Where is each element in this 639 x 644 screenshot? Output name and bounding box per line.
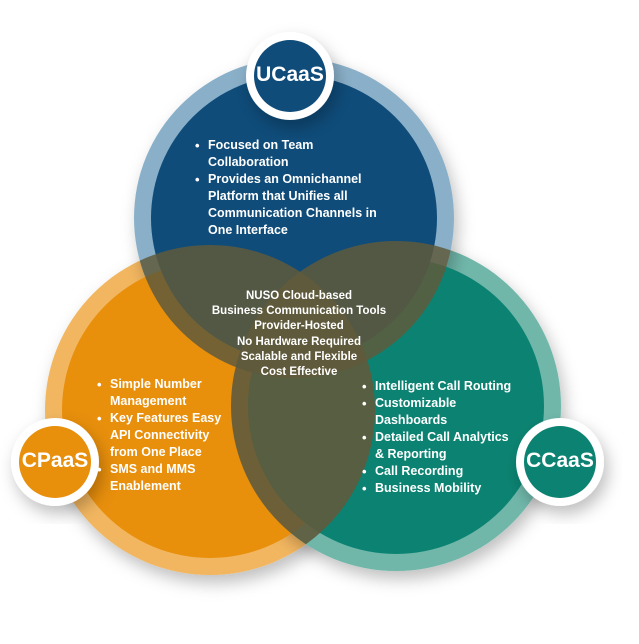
center-benefits: NUSO Cloud-based Business Communication … [199, 289, 399, 380]
ccaas-feature: Customizable Dashboards [361, 395, 465, 429]
center-line: Scalable and Flexible [240, 350, 358, 363]
ccaas-label: CCaaS [526, 449, 594, 472]
ucaas-feature: Focused on Team Collaboration [194, 137, 394, 171]
center-line: Cost Effective [260, 366, 338, 379]
ucaas-feature: Provides an Omnichannel Platform that Un… [194, 171, 378, 239]
cpaas-label: CPaaS [21, 449, 89, 472]
overlap-cpaas-ccaas [231, 245, 375, 571]
ccaas-feature-list: Intelligent Call Routing Customizable Da… [361, 378, 531, 497]
cpaas-badge [11, 418, 99, 506]
ccaas-feature: Call Recording [361, 463, 531, 480]
cpaas-feature-list: Simple Number Management Key Features Ea… [96, 376, 231, 495]
cpaas-feature: SMS and MMS Enablement [96, 461, 210, 495]
ucaas-label: UCaaS [256, 63, 324, 86]
ccaas-badge [516, 418, 604, 506]
ccaas-feature: Intelligent Call Routing [361, 378, 531, 395]
ucaas-feature-list: Focused on Team Collaboration Provides a… [194, 137, 394, 239]
overlap-ucaas-ccaas [231, 241, 454, 378]
cpaas-feature: Key Features Easy API Connectivity from … [96, 410, 228, 461]
center-line: Provider-Hosted [254, 320, 344, 333]
cpaas-feature: Simple Number Management [96, 376, 215, 410]
center-line: Business Communication Tools [211, 305, 387, 318]
ucaas-badge [246, 32, 334, 120]
ccaas-feature: Detailed Call Analytics & Reporting [361, 429, 515, 463]
center-line: NUSO Cloud-based [245, 290, 353, 302]
center-line: No Hardware Required [237, 335, 361, 348]
ccaas-feature: Business Mobility [361, 480, 531, 497]
